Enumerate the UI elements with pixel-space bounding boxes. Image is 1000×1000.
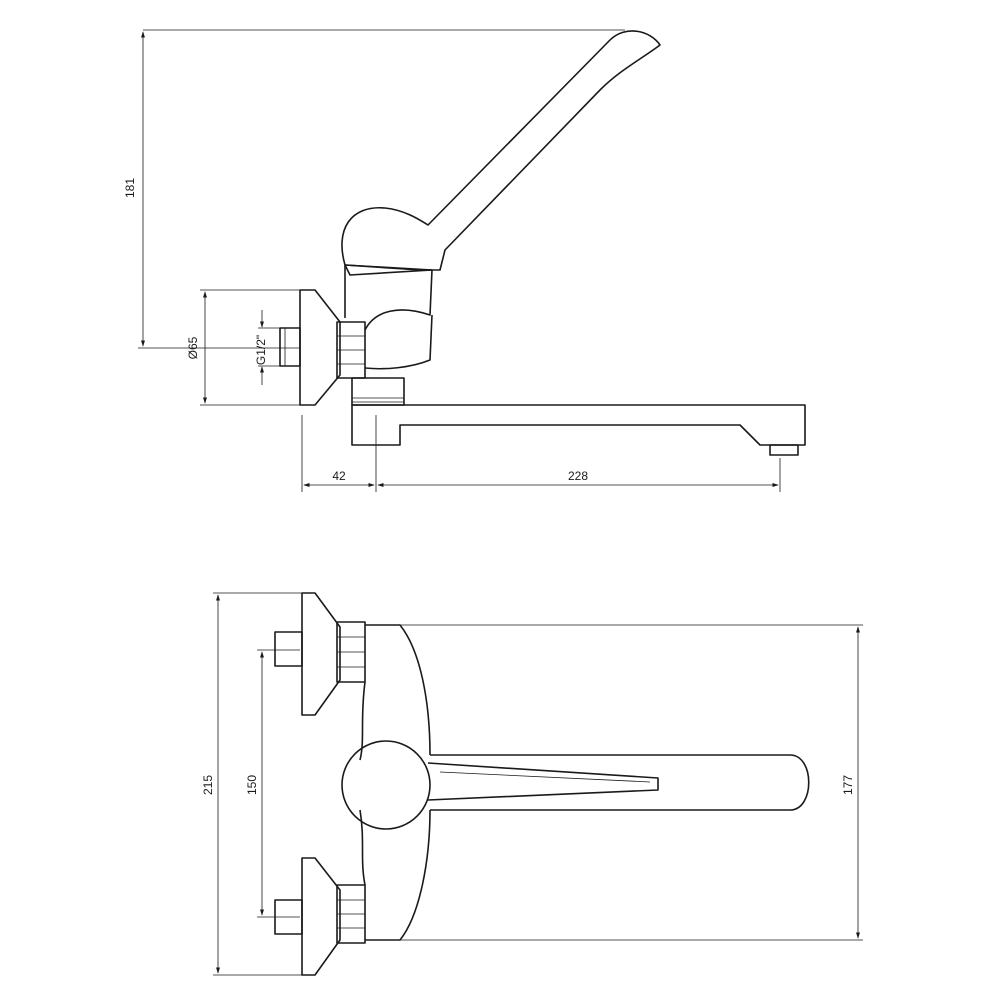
dimension-181-label: 181 bbox=[123, 178, 137, 198]
dimension-flange-diameter: Ø65 bbox=[186, 289, 300, 406]
faucet-side bbox=[279, 30, 806, 456]
dimension-181: 181 bbox=[123, 29, 625, 349]
dimension-150: 150 bbox=[245, 649, 300, 918]
dimension-42-label: 42 bbox=[332, 469, 346, 483]
dimension-thread-label: G1/2" bbox=[254, 335, 268, 365]
dimension-215: 215 bbox=[201, 592, 302, 976]
dimension-215-label: 215 bbox=[201, 775, 215, 795]
dimension-177-label: 177 bbox=[841, 775, 855, 795]
dimension-177: 177 bbox=[400, 624, 863, 941]
top-view: 215 150 177 bbox=[201, 592, 863, 976]
dimension-thread: G1/2" bbox=[254, 310, 285, 385]
dimension-150-label: 150 bbox=[245, 775, 259, 795]
side-view: 181 Ø65 G1/2" 42 228 bbox=[123, 29, 806, 492]
dimension-diameter-label: Ø65 bbox=[186, 336, 200, 359]
faucet-top bbox=[274, 592, 810, 976]
dimension-42-228: 42 228 bbox=[301, 415, 781, 492]
dimension-228-label: 228 bbox=[568, 469, 588, 483]
